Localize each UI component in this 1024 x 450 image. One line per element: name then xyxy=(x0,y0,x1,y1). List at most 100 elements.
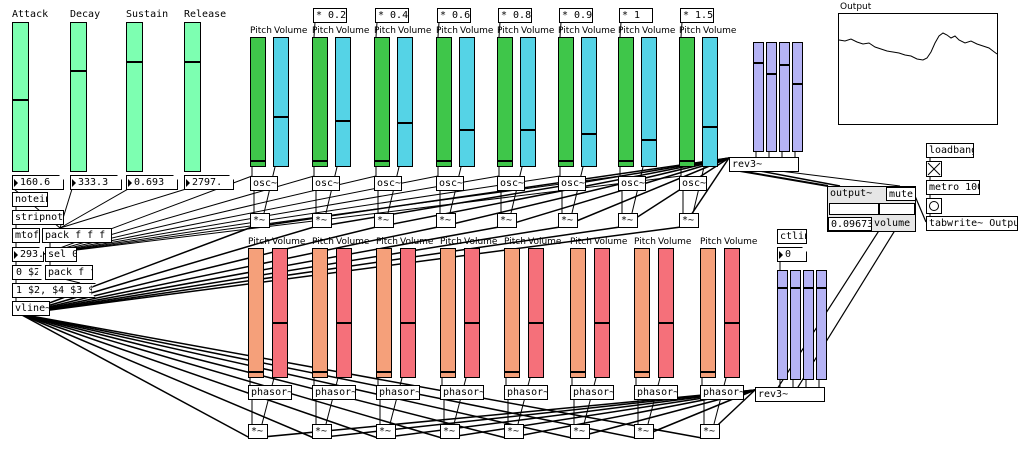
osc-object-3[interactable]: osc~ xyxy=(436,176,464,191)
ctlin-number[interactable]: 0 xyxy=(777,247,807,262)
phasor-pitch-slider-5[interactable] xyxy=(570,248,586,378)
phasor-mult-object-0[interactable]: *~ xyxy=(248,424,268,439)
phasor-volume-slider-7-knob[interactable] xyxy=(725,322,739,324)
osc-pitch-slider-0[interactable] xyxy=(250,37,266,167)
osc-volume-slider-5-knob[interactable] xyxy=(582,133,596,135)
rev-top-slider-2[interactable] xyxy=(779,42,790,152)
mtof-object[interactable]: mtof xyxy=(12,228,40,243)
phasor-pitch-slider-7-knob[interactable] xyxy=(701,371,715,373)
decay-number[interactable]: 333.3 xyxy=(70,175,122,190)
metro-object[interactable]: metro 100 xyxy=(926,180,980,195)
attack-number[interactable]: 160.6 xyxy=(12,175,64,190)
phasor-pitch-slider-6[interactable] xyxy=(634,248,650,378)
osc-object-6[interactable]: osc~ xyxy=(618,176,646,191)
phasor-pitch-slider-4-knob[interactable] xyxy=(505,371,519,373)
osc-mult-object-7[interactable]: *~ xyxy=(679,213,699,228)
phasor-volume-slider-0-knob[interactable] xyxy=(273,322,287,324)
rev-top-slider-1-knob[interactable] xyxy=(767,73,776,75)
rev-top-slider-2-knob[interactable] xyxy=(780,64,789,66)
osc-pitch-slider-7[interactable] xyxy=(679,37,695,167)
osc-pitch-slider-5[interactable] xyxy=(558,37,574,167)
phasor-volume-slider-6-knob[interactable] xyxy=(659,322,673,324)
osc-object-7[interactable]: osc~ xyxy=(679,176,707,191)
adsr-slider-3[interactable] xyxy=(184,22,201,172)
pack-ffff-object[interactable]: pack f f f f xyxy=(42,228,112,243)
phasor-volume-slider-3[interactable] xyxy=(464,248,480,378)
phasor-pitch-slider-7[interactable] xyxy=(700,248,716,378)
phasor-pitch-slider-0-knob[interactable] xyxy=(249,371,263,373)
rev-bottom-slider-2-knob[interactable] xyxy=(804,287,813,289)
vline-object[interactable]: vline~ xyxy=(12,301,50,316)
phasor-volume-slider-6[interactable] xyxy=(658,248,674,378)
osc-mult-object-6[interactable]: *~ xyxy=(618,213,638,228)
osc-volume-slider-3-knob[interactable] xyxy=(460,129,474,131)
osc-mult-object-2[interactable]: *~ xyxy=(374,213,394,228)
osc-object-0[interactable]: osc~ xyxy=(250,176,278,191)
osc-volume-slider-3[interactable] xyxy=(459,37,475,167)
phasor-mult-object-7[interactable]: *~ xyxy=(700,424,720,439)
osc-volume-slider-2[interactable] xyxy=(397,37,413,167)
phasor-pitch-slider-6-knob[interactable] xyxy=(635,371,649,373)
osc-object-5[interactable]: osc~ xyxy=(558,176,586,191)
pack-ff-object[interactable]: pack f f xyxy=(45,265,93,280)
notein-object[interactable]: notein xyxy=(12,192,48,207)
volume-hslider[interactable] xyxy=(829,203,915,215)
phasor-pitch-slider-5-knob[interactable] xyxy=(571,371,585,373)
phasor-pitch-slider-4[interactable] xyxy=(504,248,520,378)
osc-pitch-slider-7-knob[interactable] xyxy=(680,160,694,162)
osc-multiplier-4[interactable]: * 0.8 xyxy=(498,8,532,23)
osc-mult-object-0[interactable]: *~ xyxy=(250,213,270,228)
osc-volume-slider-5[interactable] xyxy=(581,37,597,167)
adsr-slider-2-knob[interactable] xyxy=(127,61,142,63)
rev-top-slider-3-knob[interactable] xyxy=(793,83,802,85)
rev-top-slider-3[interactable] xyxy=(792,42,803,152)
osc-volume-slider-7-knob[interactable] xyxy=(703,126,717,128)
osc-multiplier-5[interactable]: * 0.9 xyxy=(559,8,593,23)
rev-bottom-slider-3-knob[interactable] xyxy=(817,287,826,289)
phasor-pitch-slider-1[interactable] xyxy=(312,248,328,378)
osc-object-1[interactable]: osc~ xyxy=(312,176,340,191)
osc-pitch-slider-1[interactable] xyxy=(312,37,328,167)
osc-pitch-slider-6-knob[interactable] xyxy=(619,160,633,162)
osc-multiplier-3[interactable]: * 0.6 xyxy=(437,8,471,23)
adsr-slider-3-knob[interactable] xyxy=(185,61,200,63)
adsr-slider-0[interactable] xyxy=(12,22,29,172)
loadbang-toggle[interactable] xyxy=(926,161,942,177)
phasor-mult-object-4[interactable]: *~ xyxy=(504,424,524,439)
osc-volume-slider-4-knob[interactable] xyxy=(521,129,535,131)
rev-bottom-slider-2[interactable] xyxy=(803,270,814,380)
phasor-mult-object-3[interactable]: *~ xyxy=(440,424,460,439)
tabwrite-object[interactable]: tabwrite~ Output xyxy=(926,216,1018,231)
phasor-pitch-slider-3[interactable] xyxy=(440,248,456,378)
osc-volume-slider-4[interactable] xyxy=(520,37,536,167)
osc-volume-slider-0[interactable] xyxy=(273,37,289,167)
osc-mult-object-1[interactable]: *~ xyxy=(312,213,332,228)
phasor-volume-slider-2-knob[interactable] xyxy=(401,322,415,324)
phasor-volume-slider-1[interactable] xyxy=(336,248,352,378)
phasor-mult-object-2[interactable]: *~ xyxy=(376,424,396,439)
phasor-pitch-slider-1-knob[interactable] xyxy=(313,371,327,373)
phasor-object-1[interactable]: phasor~ xyxy=(312,385,356,400)
sustain-number[interactable]: 0.693 xyxy=(126,175,178,190)
osc-pitch-slider-1-knob[interactable] xyxy=(313,160,327,162)
rev-bottom-slider-0[interactable] xyxy=(777,270,788,380)
phasor-object-6[interactable]: phasor~ xyxy=(634,385,678,400)
phasor-pitch-slider-2[interactable] xyxy=(376,248,392,378)
ctlin-object[interactable]: ctlin xyxy=(777,229,807,244)
release-number[interactable]: 2797. xyxy=(184,175,234,190)
osc-volume-slider-7[interactable] xyxy=(702,37,718,167)
phasor-object-5[interactable]: phasor~ xyxy=(570,385,614,400)
mute-toggle[interactable]: mute xyxy=(886,187,916,201)
frequency-number[interactable]: 293.6 xyxy=(12,247,44,262)
loadbang-object[interactable]: loadbang xyxy=(926,143,974,158)
osc-volume-slider-1[interactable] xyxy=(335,37,351,167)
phasor-volume-slider-5[interactable] xyxy=(594,248,610,378)
adsr-slider-0-knob[interactable] xyxy=(13,99,28,101)
osc-pitch-slider-5-knob[interactable] xyxy=(559,160,573,162)
osc-volume-slider-6-knob[interactable] xyxy=(642,139,656,141)
phasor-mult-object-6[interactable]: *~ xyxy=(634,424,654,439)
phasor-object-0[interactable]: phasor~ xyxy=(248,385,292,400)
phasor-object-3[interactable]: phasor~ xyxy=(440,385,484,400)
phasor-volume-slider-4[interactable] xyxy=(528,248,544,378)
phasor-pitch-slider-3-knob[interactable] xyxy=(441,371,455,373)
